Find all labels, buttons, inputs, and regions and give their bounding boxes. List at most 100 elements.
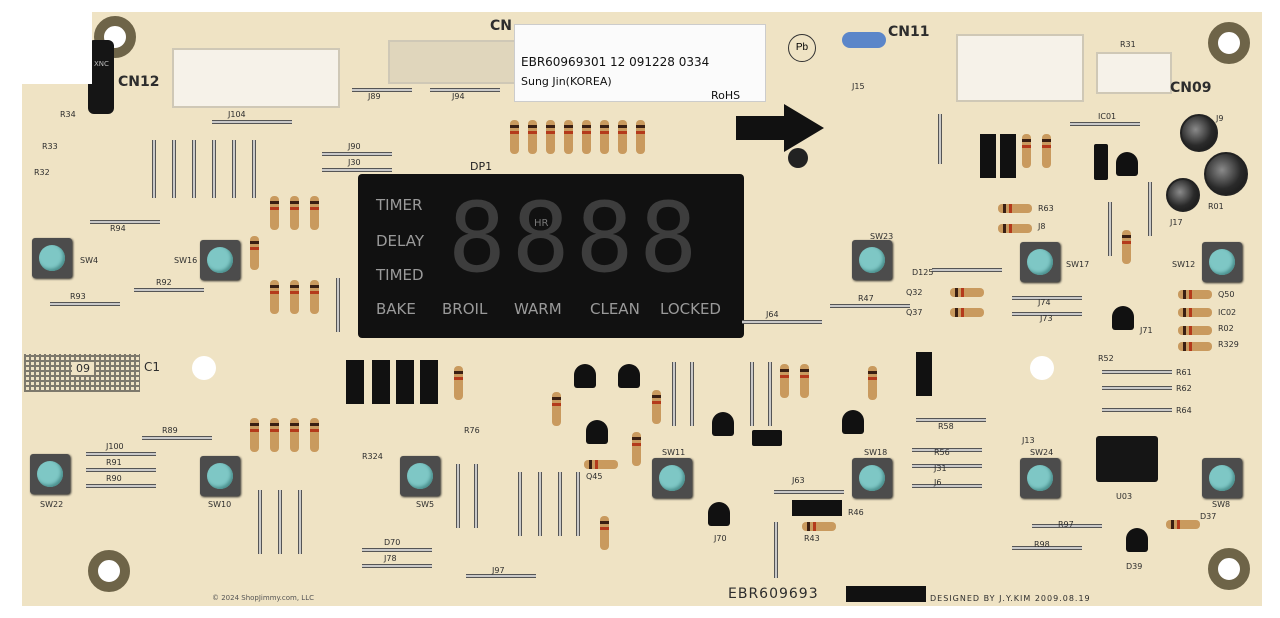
ref-j70: J63 bbox=[792, 476, 805, 485]
display-ref: DP1 bbox=[470, 160, 493, 173]
transistor-q36 bbox=[712, 412, 734, 436]
resistor-array bbox=[510, 114, 660, 164]
ref-j12: R56 bbox=[934, 448, 950, 457]
ref-r56: Q37 bbox=[906, 308, 923, 317]
sw22-label: SW22 bbox=[40, 500, 64, 509]
resistor-r86 bbox=[290, 280, 299, 314]
resistor-r41 bbox=[652, 390, 661, 424]
ref-c09: R01 bbox=[1208, 202, 1224, 211]
c1-label: C1 bbox=[144, 360, 161, 374]
jumper-j41 bbox=[1102, 386, 1172, 390]
transistor-q35 bbox=[574, 364, 596, 388]
ref-c04: J9 bbox=[1216, 114, 1224, 123]
resistor-r61 bbox=[1178, 290, 1212, 299]
ref-r42: Q45 bbox=[586, 472, 603, 481]
diode-block-left bbox=[346, 360, 364, 404]
connector-cn11 bbox=[956, 34, 1084, 102]
sticker-line2: Sung Jin(KOREA) bbox=[521, 75, 612, 88]
transistor-q48 bbox=[752, 430, 782, 446]
resistor-r46 bbox=[780, 364, 789, 398]
jumper-v18 bbox=[690, 362, 694, 426]
resistor bbox=[510, 120, 519, 154]
button-sw22[interactable] bbox=[30, 454, 70, 494]
jumper-v7 bbox=[336, 278, 340, 332]
ref-j96: J97 bbox=[492, 566, 505, 575]
ref-r66: J15 bbox=[852, 82, 865, 91]
jumper-j90 bbox=[322, 152, 392, 156]
jumper-j98 bbox=[362, 548, 432, 552]
cn11-label: CN11 bbox=[888, 24, 930, 40]
jumper-j71 bbox=[1012, 546, 1082, 550]
ref-r02: J71 bbox=[1140, 326, 1153, 335]
ref-j101: J64 bbox=[766, 310, 779, 319]
resistor-r85 bbox=[310, 280, 319, 314]
sw23-label: SW23 bbox=[870, 232, 894, 241]
grid-label: 09 bbox=[72, 362, 94, 375]
jumper-j70 bbox=[774, 490, 844, 494]
ref-q50: D39 bbox=[1126, 562, 1143, 571]
ref-r62: IC02 bbox=[1218, 308, 1237, 317]
pb-free-icon: Pb bbox=[788, 34, 816, 62]
ref-j74: R47 bbox=[858, 294, 874, 303]
ref-r329: R52 bbox=[1098, 354, 1114, 363]
connector-cn12 bbox=[172, 48, 340, 108]
jumper-v14 bbox=[538, 472, 542, 536]
label-warm: WARM bbox=[514, 300, 562, 318]
button-sw11[interactable] bbox=[652, 458, 692, 498]
ref-j90: J90 bbox=[348, 142, 361, 151]
cn09-label: CN09 bbox=[1170, 80, 1212, 96]
resistor bbox=[618, 120, 627, 154]
jumper-v20 bbox=[768, 362, 772, 426]
ref-j62: J13 bbox=[1022, 436, 1035, 445]
resistor-r33 bbox=[1022, 134, 1031, 168]
button-sw10[interactable] bbox=[200, 456, 240, 496]
ic02 bbox=[1112, 306, 1134, 330]
transistor-q32 bbox=[842, 410, 864, 434]
ref-r37: R46 bbox=[848, 508, 864, 517]
ref-j95: R89 bbox=[162, 426, 178, 435]
resistor bbox=[546, 120, 555, 154]
ref-j73: D125 bbox=[912, 268, 934, 277]
resistor-r133 bbox=[998, 224, 1032, 233]
circuit-board: CN12 CN CN11 CN09 EBR60969301 12 091228 … bbox=[22, 12, 1262, 606]
button-sw24[interactable] bbox=[1020, 458, 1060, 498]
resistor-r88 bbox=[310, 418, 319, 452]
designer-credit: DESIGNED BY J.Y.KIM 2009.08.19 bbox=[930, 594, 1091, 603]
ref-q38: J70 bbox=[714, 534, 727, 543]
button-sw12[interactable] bbox=[1202, 242, 1242, 282]
jumper-v4 bbox=[212, 140, 216, 198]
sw8-label: SW8 bbox=[1212, 500, 1231, 509]
resistor-r87 bbox=[270, 280, 279, 314]
ref-r132: R63 bbox=[1038, 204, 1054, 213]
copyright: © 2024 ShopJimmy.com, LLC bbox=[212, 594, 314, 602]
chip-u03 bbox=[1096, 436, 1158, 482]
electrolytic-capacitor-c51: XNC bbox=[88, 40, 114, 114]
ref-d70: R76 bbox=[464, 426, 480, 435]
button-sw16[interactable] bbox=[200, 240, 240, 280]
transistor-q38 bbox=[708, 502, 730, 526]
mounting-hole-bottom-right bbox=[1208, 548, 1250, 590]
jumper-j104 bbox=[212, 120, 292, 124]
resistor-r43 bbox=[800, 364, 809, 398]
connector-cn09 bbox=[1096, 52, 1172, 94]
cap-text: XNC bbox=[94, 60, 109, 68]
button-sw8[interactable] bbox=[1202, 458, 1242, 498]
ref-j71: R98 bbox=[1034, 540, 1050, 549]
jumper-v22 bbox=[938, 114, 942, 164]
button-sw18[interactable] bbox=[852, 458, 892, 498]
jumper-j101 bbox=[742, 320, 822, 324]
ref-j78: R324 bbox=[362, 452, 383, 461]
jumper-j74 bbox=[830, 304, 910, 308]
ref-j2: IC01 bbox=[1098, 112, 1117, 121]
jumper-j106 bbox=[362, 564, 432, 568]
jumper-j2 bbox=[1070, 122, 1140, 126]
button-sw17[interactable] bbox=[1020, 242, 1060, 282]
button-sw5[interactable] bbox=[400, 456, 440, 496]
ref-j89: J89 bbox=[368, 92, 381, 101]
button-sw23[interactable] bbox=[852, 240, 892, 280]
jumper-j112 bbox=[90, 220, 160, 224]
sticker-line3: RoHS bbox=[711, 89, 741, 102]
jumper-j107 bbox=[86, 452, 156, 456]
jumper-j94 bbox=[430, 88, 500, 92]
button-sw4[interactable] bbox=[32, 238, 72, 278]
